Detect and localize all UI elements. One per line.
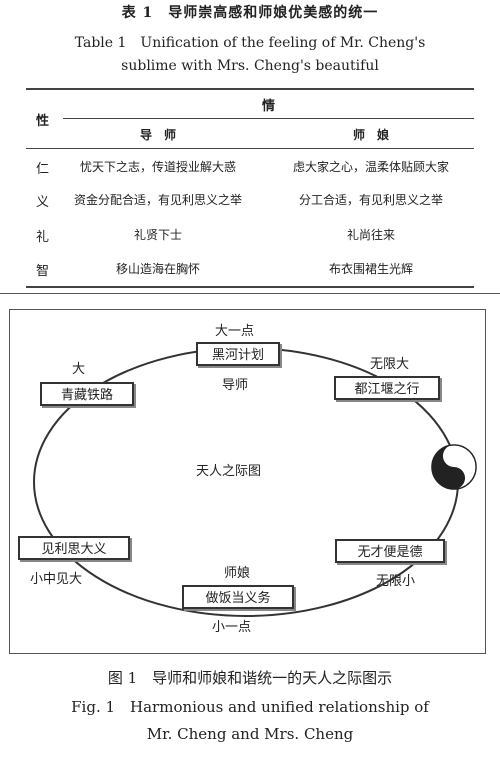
- table-cell-shiniang: 布衣围裙生光辉: [328, 262, 413, 276]
- table-cell-shiniang: 虑大家之心，温柔体贴顾大家: [292, 160, 449, 174]
- table-caption-zh: 表 1 导师崇高感和师娘优美感的统一: [121, 5, 379, 21]
- node-bottom-left: 见利思大义: [18, 536, 130, 560]
- figure-frame: 大一点 黑河计划 导师 大 青藏铁路 无限大 都江堰之行 天人之际图 见利思大义…: [9, 309, 486, 654]
- label-bottom-above: 师娘: [224, 566, 251, 581]
- center-label: 天人之际图: [196, 464, 262, 479]
- table-cell-daoshi: 忧天下之志，传道授业解大惑: [79, 160, 236, 174]
- table-cell-shiniang: 分工合适，有见利思义之举: [298, 193, 443, 207]
- label-top-above: 大一点: [215, 324, 255, 339]
- node-top-right: 都江堰之行: [334, 376, 440, 400]
- col-header-daoshi: 导 师: [139, 128, 176, 142]
- table-bottom-rule: [26, 286, 474, 288]
- table-caption-en-line2: sublime with Mrs. Cheng's beautiful: [121, 58, 379, 74]
- node-bottom-right: 无才便是德: [335, 539, 445, 563]
- yin-yang-icon: [431, 444, 477, 490]
- table-row-label: 礼: [36, 230, 50, 245]
- header-qing: 情: [261, 99, 275, 114]
- label-bottom-right: 无限小: [376, 574, 416, 589]
- table-row-label: 智: [36, 264, 50, 279]
- node-bottom: 做饭当义务: [182, 585, 294, 609]
- table-sub-rule: [63, 118, 474, 119]
- label-bottom-below: 小一点: [212, 620, 252, 635]
- table-cell-daoshi: 移山造海在胸怀: [115, 262, 200, 276]
- table-header-rule: [26, 148, 474, 149]
- label-bottom-left: 小中见大: [30, 572, 83, 587]
- table-cell-daoshi: 礼贤下士: [133, 228, 182, 242]
- figure-caption-en-line2: Mr. Cheng and Mrs. Cheng: [146, 725, 354, 743]
- header-xing: 性: [36, 114, 50, 129]
- table-panel: 表 1 导师崇高感和师娘优美感的统一 Table 1 Unification o…: [0, 0, 500, 294]
- col-header-shiniang: 师 娘: [352, 128, 389, 142]
- label-top-below: 导师: [222, 378, 249, 393]
- table-cell-shiniang: 礼尚往来: [346, 228, 395, 242]
- table-row-label: 义: [36, 195, 50, 210]
- figure-panel: 大一点 黑河计划 导师 大 青藏铁路 无限大 都江堰之行 天人之际图 见利思大义…: [0, 294, 500, 761]
- figure-caption-zh: 图 1 导师和师娘和谐统一的天人之际图示: [107, 669, 393, 687]
- label-top-right: 无限大: [370, 357, 410, 372]
- node-top-left: 青藏铁路: [40, 382, 134, 406]
- node-top: 黑河计划: [196, 342, 280, 366]
- table-row-label: 仁: [36, 162, 50, 177]
- table-cell-daoshi: 资金分配合适，有见利思义之举: [73, 193, 242, 207]
- table-caption-en-line1: Table 1 Unification of the feeling of Mr…: [74, 35, 426, 51]
- figure-caption-en-line1: Fig. 1 Harmonious and unified relationsh…: [71, 698, 429, 716]
- table-top-rule: [26, 88, 474, 90]
- label-top-left: 大: [72, 362, 86, 377]
